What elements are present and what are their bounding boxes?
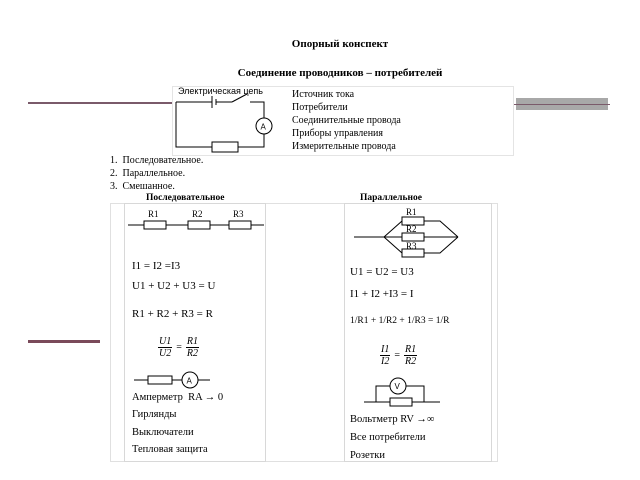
series-circuit: R1 R2 R3 — [128, 209, 264, 230]
decor-bar-left — [28, 102, 173, 104]
parallel-circuit: R1 R2 R3 — [354, 207, 459, 258]
page-title: Опорный конспект — [291, 38, 389, 50]
series-example: Гирлянды — [132, 409, 177, 420]
circuit-panel — [172, 86, 514, 156]
ammeter-symbol: A — [187, 377, 193, 386]
list-item: Приборы управления — [292, 128, 383, 139]
resistor-label: R2 — [192, 209, 203, 219]
parallel-example: Все потребители — [350, 432, 426, 443]
resistor-label: R3 — [406, 241, 417, 251]
decor-line-right — [420, 104, 610, 105]
list-item: Измерительные провода — [292, 141, 396, 152]
parallel-example: Розетки — [350, 450, 385, 461]
ammeter-symbol: A — [261, 123, 267, 132]
series-resistance-equation: R1 + R2 + R3 = R — [132, 308, 213, 320]
ammeter-circuit: A — [134, 371, 210, 389]
connection-types-list: 1. Последовательное. 2. Параллельное. 3.… — [110, 154, 203, 193]
list-item: Потребители — [292, 102, 348, 113]
list-item: 3. Смешанное. — [110, 181, 175, 192]
series-example: Тепловая защита — [132, 444, 208, 455]
parallel-column — [344, 203, 492, 462]
parallel-voltage-equation: U1 = U2 = U3 — [350, 266, 414, 278]
list-item: Источник тока — [292, 89, 355, 100]
resistor-label: R1 — [148, 209, 159, 219]
parallel-current-equation: I1 + I2 +I3 = I — [350, 288, 414, 300]
voltmeter-symbol: V — [395, 382, 401, 391]
series-example: Выключатели — [132, 427, 194, 438]
circuit-label: Электрическая цепь — [178, 86, 263, 96]
voltmeter-text: Вольтметр RV →∞ — [350, 414, 435, 425]
resistor-label: R2 — [406, 224, 417, 234]
resistor-label: R3 — [233, 209, 244, 219]
resistor-label: R1 — [406, 207, 417, 217]
circuit-diagram: A — [175, 93, 273, 153]
voltmeter-circuit: V — [364, 377, 440, 407]
list-item: Соединительные провода — [292, 115, 401, 126]
series-voltage-equation: U1 + U2 + U3 = U — [132, 280, 216, 292]
circuit-components-list: Источник тока Потребители Соединительные… — [292, 88, 401, 153]
series-heading: Последовательное — [146, 193, 225, 203]
series-current-equation: I1 = I2 =I3 — [132, 260, 181, 272]
list-item: 2. Параллельное. — [110, 168, 186, 179]
series-column — [124, 203, 266, 462]
parallel-reciprocal-equation: 1/R1 + 1/R2 + 1/R3 = 1/R — [350, 316, 450, 326]
parallel-heading: Параллельное — [360, 193, 422, 203]
ammeter-text: Амперметр RA → 0 — [132, 392, 224, 403]
decor-bar-bottom — [28, 340, 100, 343]
list-item: 1. Последовательное. — [110, 155, 204, 166]
page-subtitle: Соединение проводников – потребителей — [237, 67, 443, 79]
